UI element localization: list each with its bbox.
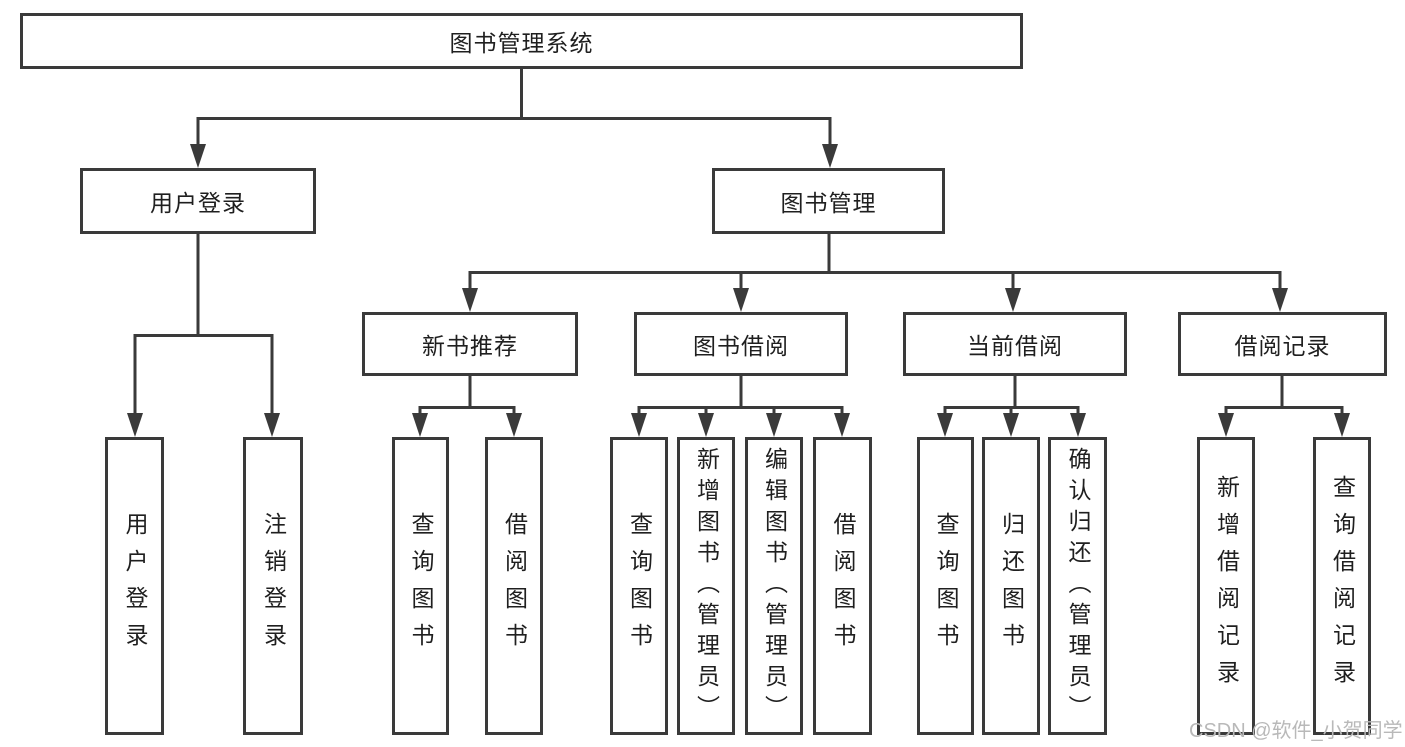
leaf-borrow-books-recommend: 借阅图书 [485, 437, 543, 735]
leaf-return-books: 归还图书 [982, 437, 1040, 735]
node-current-borrowing: 当前借阅 [903, 312, 1127, 376]
leaf-add-books-admin: 新增图书（管理员） [677, 437, 735, 735]
node-book-management: 图书管理 [712, 168, 945, 234]
leaf-logout-login: 注销登录 [243, 437, 303, 735]
csdn-watermark: CSDN @软件_小贺同学 [1189, 720, 1403, 742]
leaf-user-login: 用户登录 [105, 437, 164, 735]
node-root: 图书管理系统 [20, 13, 1023, 69]
leaf-query-books-current: 查询图书 [917, 437, 974, 735]
node-user-login: 用户登录 [80, 168, 316, 234]
leaf-query-books-borrowing: 查询图书 [610, 437, 668, 735]
leaf-query-borrow-record: 查询借阅记录 [1313, 437, 1371, 735]
leaf-add-borrow-record: 新增借阅记录 [1197, 437, 1255, 735]
node-new-book-recommendation: 新书推荐 [362, 312, 578, 376]
leaf-confirm-return-admin: 确认归还（管理员） [1048, 437, 1107, 735]
node-borrowing-records: 借阅记录 [1178, 312, 1387, 376]
leaf-query-books-recommend: 查询图书 [392, 437, 449, 735]
leaf-edit-books-admin: 编辑图书（管理员） [745, 437, 803, 735]
node-book-borrowing: 图书借阅 [634, 312, 848, 376]
leaf-borrow-books: 借阅图书 [813, 437, 872, 735]
